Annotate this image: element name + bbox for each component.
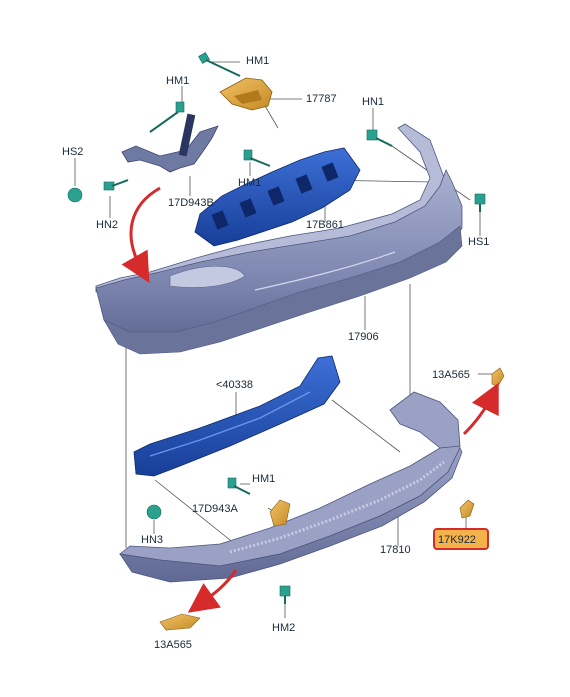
label-17b861: 17B861 — [306, 219, 344, 231]
reinforcement-beam — [133, 355, 341, 477]
label-hn3: HN3 — [141, 534, 163, 546]
label-17810: 17810 — [380, 544, 411, 556]
label-hm2: HM2 — [272, 622, 295, 634]
energy-absorber — [194, 147, 361, 247]
label-17d943a: 17D943A — [192, 503, 239, 515]
label-17787: 17787 — [306, 93, 337, 105]
small-brackets — [159, 367, 505, 631]
label-hn2: HN2 — [96, 219, 118, 231]
label-17906: 17906 — [348, 331, 379, 343]
label-hs2: HS2 — [62, 146, 83, 158]
label-13a565-right: 13A565 — [432, 369, 470, 381]
label-13a565-left: 13A565 — [154, 639, 192, 651]
label-hm1-top: HM1 — [246, 55, 269, 67]
label-hm1-mid: HM1 — [238, 177, 261, 189]
label-40338: <40338 — [216, 379, 253, 391]
fasteners — [67, 52, 486, 604]
lower-valance — [119, 391, 463, 583]
label-hm1-low: HM1 — [252, 473, 275, 485]
rear-bumper-cover — [95, 123, 463, 355]
label-hm1-left: HM1 — [166, 75, 189, 87]
label-hn1: HN1 — [362, 96, 384, 108]
bracket-17787 — [219, 77, 273, 111]
label-17d943b: 17D943B — [168, 197, 214, 209]
label-17k922: 17K922 — [438, 534, 476, 546]
label-hs1: HS1 — [468, 236, 489, 248]
direction-arrows — [121, 186, 499, 613]
bracket-17d943b — [121, 113, 219, 173]
part-labels: HM1 HM1 17787 HN1 HS2 HM1 HN2 17D943B 17… — [62, 55, 489, 651]
highlight-box — [433, 528, 489, 550]
